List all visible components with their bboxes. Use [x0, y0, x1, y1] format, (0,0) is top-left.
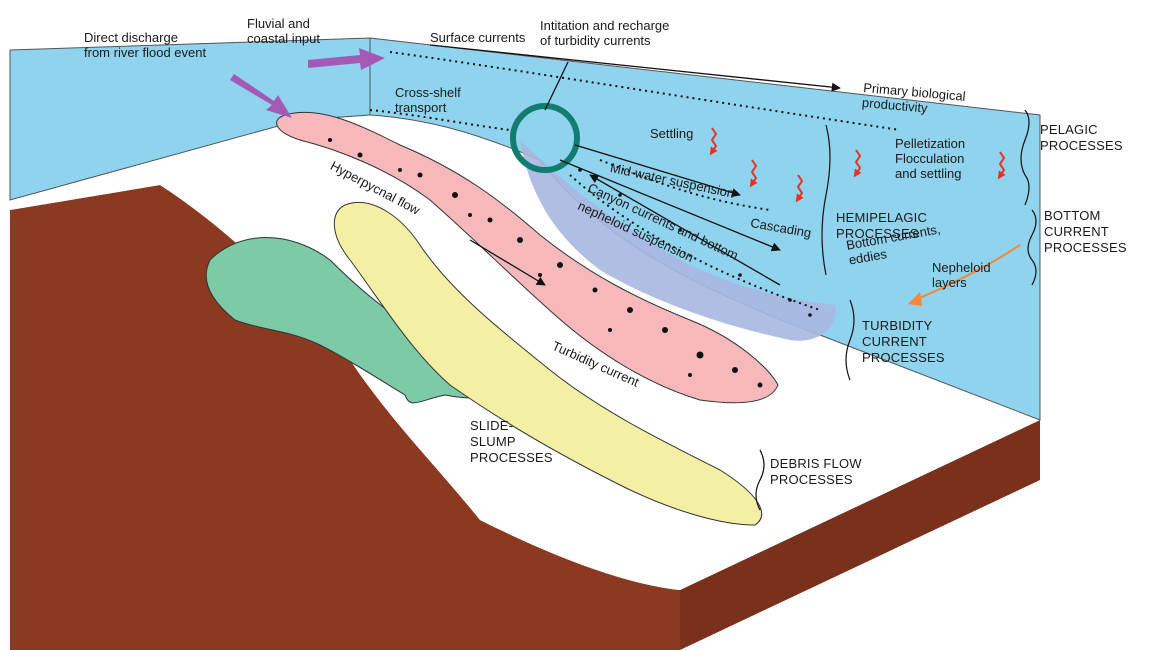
- particle: [608, 328, 612, 332]
- particle: [758, 383, 763, 388]
- particle: [808, 313, 812, 317]
- particle: [732, 367, 738, 373]
- particle: [488, 218, 493, 223]
- particle: [398, 168, 402, 172]
- pelagic-processes-label: PELAGIC PROCESSES: [1040, 122, 1123, 154]
- bottom-current-processes-label: BOTTOM CURRENT PROCESSES: [1044, 208, 1127, 256]
- hemipelagic-processes-label: HEMIPELAGIC PROCESSES: [836, 210, 927, 242]
- particle: [538, 273, 542, 277]
- particle: [738, 273, 742, 277]
- particle: [468, 213, 472, 217]
- nepheloid-layers-label: Nepheloid layers: [932, 260, 991, 290]
- particle: [452, 192, 458, 198]
- particle: [358, 153, 363, 158]
- surface-currents-label: Surface currents: [430, 30, 525, 45]
- initiation-label: Intitation and recharge of turbidity cur…: [540, 18, 669, 48]
- debris-flow-processes-label: DEBRIS FLOW PROCESSES: [770, 456, 862, 488]
- particle: [688, 373, 692, 377]
- particle: [328, 138, 332, 142]
- particle: [557, 262, 563, 268]
- particle: [593, 288, 598, 293]
- direct-discharge-label: Direct discharge from river flood event: [84, 30, 206, 60]
- slide-slump-processes-label: SLIDE- SLUMP PROCESSES: [470, 418, 553, 466]
- settling-label: Settling: [650, 126, 693, 141]
- particle: [662, 327, 668, 333]
- fluvial-input-label: Fluvial and coastal input: [247, 16, 320, 46]
- pelletization-label: Pelletization Flocculation and settling: [895, 136, 965, 181]
- turbidity-current-processes-label: TURBIDITY CURRENT PROCESSES: [862, 318, 945, 366]
- particle: [517, 237, 523, 243]
- cross-shelf-label: Cross-shelf transport: [395, 85, 461, 115]
- particle: [627, 307, 633, 313]
- particle: [418, 173, 423, 178]
- particle: [697, 352, 704, 359]
